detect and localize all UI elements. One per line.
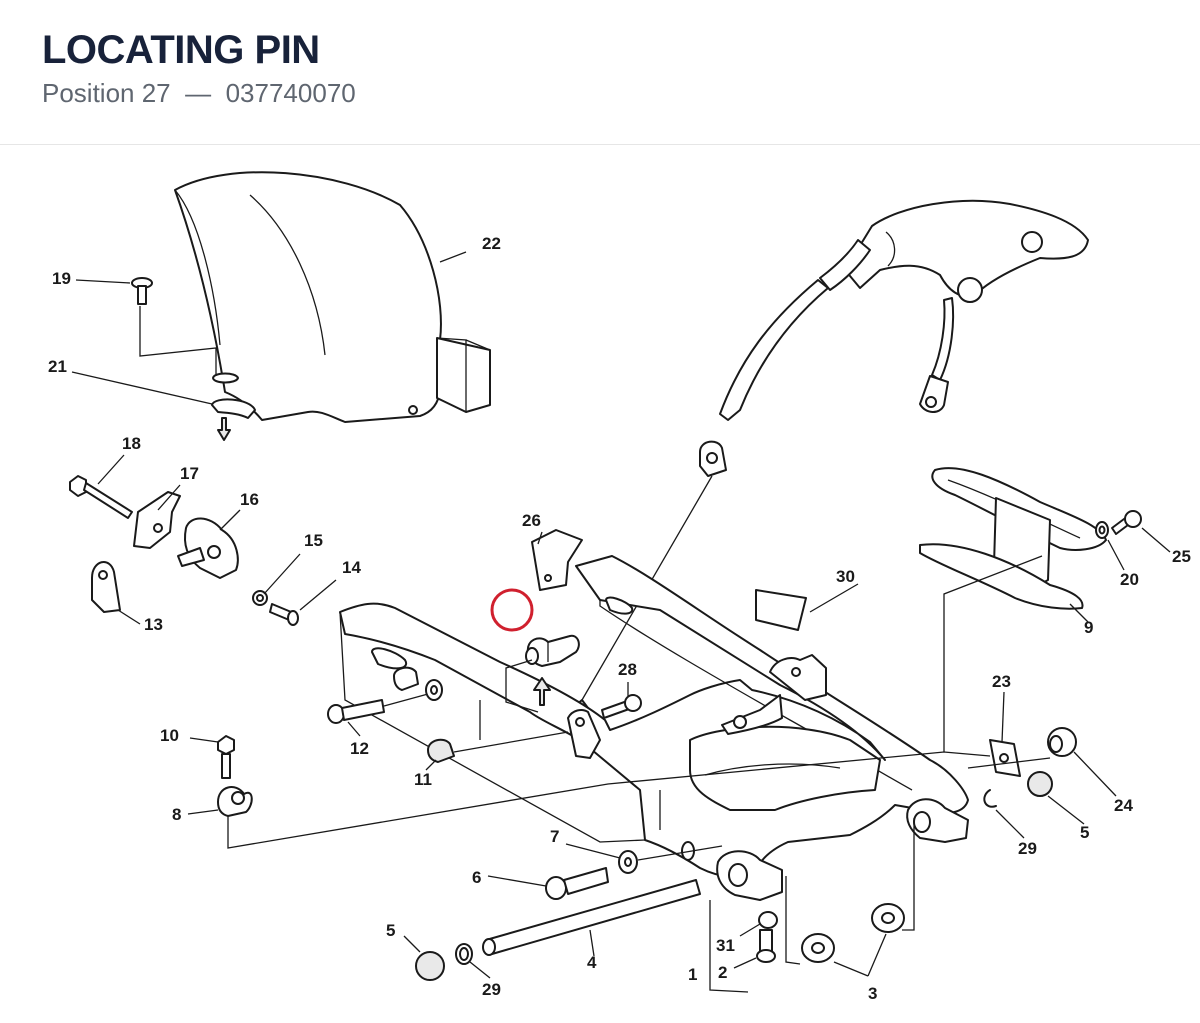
footrest-9-part	[919, 467, 1107, 752]
callout-8: 8	[172, 805, 181, 824]
washer-31-part	[758, 911, 778, 929]
bracket-23-part	[989, 739, 1021, 777]
circlip-29-right-part	[983, 789, 997, 808]
callout-5-left: 5	[386, 921, 395, 940]
screw-28-part	[601, 694, 642, 719]
swingarm-part	[339, 555, 969, 901]
chain-guide-16-part	[177, 517, 239, 579]
callout-26: 26	[522, 511, 541, 530]
callout-7: 7	[550, 827, 559, 846]
shock-link-part	[819, 199, 1089, 413]
callout-16: 16	[240, 490, 259, 509]
callout-6: 6	[472, 868, 481, 887]
callout-12: 12	[350, 739, 369, 758]
callout-25: 25	[1172, 547, 1191, 566]
callout-31: 31	[716, 936, 735, 955]
callout-1: 1	[688, 965, 697, 984]
callout-13: 13	[144, 615, 163, 634]
bracket-13-part	[91, 561, 121, 613]
callout-15: 15	[304, 531, 323, 550]
cap-5-right-part	[1027, 771, 1053, 797]
callout-29-right: 29	[1018, 839, 1037, 858]
callout-4: 4	[587, 953, 597, 972]
bolt-18-part	[69, 475, 133, 519]
locating-pin-27-part	[505, 634, 580, 713]
bracket-26-part	[531, 529, 583, 591]
bushing-24-part	[1047, 727, 1077, 757]
callout-11: 11	[414, 770, 432, 789]
bolt-10-part	[217, 735, 235, 779]
callout-19: 19	[52, 269, 71, 288]
bracket-1-part	[709, 900, 749, 993]
page-title: LOCATING PIN	[42, 28, 320, 72]
page-subtitle: Position 27 — 037740070	[42, 78, 356, 109]
plate-30-part	[755, 589, 807, 631]
washer-3-part	[785, 818, 915, 965]
callout-30: 30	[836, 567, 855, 586]
callout-9: 9	[1084, 618, 1093, 637]
callout-10: 10	[160, 726, 179, 745]
screw-2-part	[756, 929, 776, 963]
circlip-29-left-part	[455, 943, 473, 965]
callout-labels: 22 19 21 18 17 16 15 14 13 26 28 30 12 1…	[48, 234, 1191, 1003]
rear-fender-part	[174, 171, 491, 441]
callout-24: 24	[1114, 796, 1133, 815]
axle-4-part	[482, 879, 701, 956]
bolt-25-part	[1111, 510, 1142, 535]
bolt-6-part	[545, 867, 609, 900]
callout-21: 21	[48, 357, 67, 376]
exploded-parts-diagram: 22 19 21 18 17 16 15 14 13 26 28 30 12 1…	[48, 171, 1191, 1003]
callout-29-left: 29	[482, 980, 501, 999]
nut-11-part	[427, 731, 569, 763]
part-number: 037740070	[225, 78, 356, 108]
cable-rod-part	[574, 279, 829, 709]
callout-14: 14	[342, 558, 361, 577]
clamp-8-part	[217, 751, 991, 849]
callout-5-right: 5	[1080, 823, 1089, 842]
page-header: LOCATING PIN Position 27 — 037740070	[0, 0, 1200, 145]
washer-7-part	[618, 845, 723, 874]
callout-23: 23	[992, 672, 1011, 691]
callout-3: 3	[868, 984, 877, 1003]
position-label: Position 27	[42, 78, 171, 108]
bracket-17-part	[133, 491, 181, 549]
callout-17: 17	[180, 464, 199, 483]
washer-20-part	[1095, 521, 1109, 539]
callout-18: 18	[122, 434, 141, 453]
washer-15-part	[252, 590, 268, 606]
highlight-ring	[490, 588, 534, 632]
callout-28: 28	[618, 660, 637, 679]
screw-19-part	[131, 277, 217, 376]
callout-2: 2	[718, 963, 727, 982]
bolt-12-part	[327, 666, 443, 724]
cap-5-left-part	[415, 951, 445, 981]
leader-lines	[71, 251, 1171, 979]
subtitle-separator: —	[185, 78, 212, 108]
callout-20: 20	[1120, 570, 1139, 589]
callout-22: 22	[482, 234, 501, 253]
screw-14-part	[269, 603, 299, 626]
